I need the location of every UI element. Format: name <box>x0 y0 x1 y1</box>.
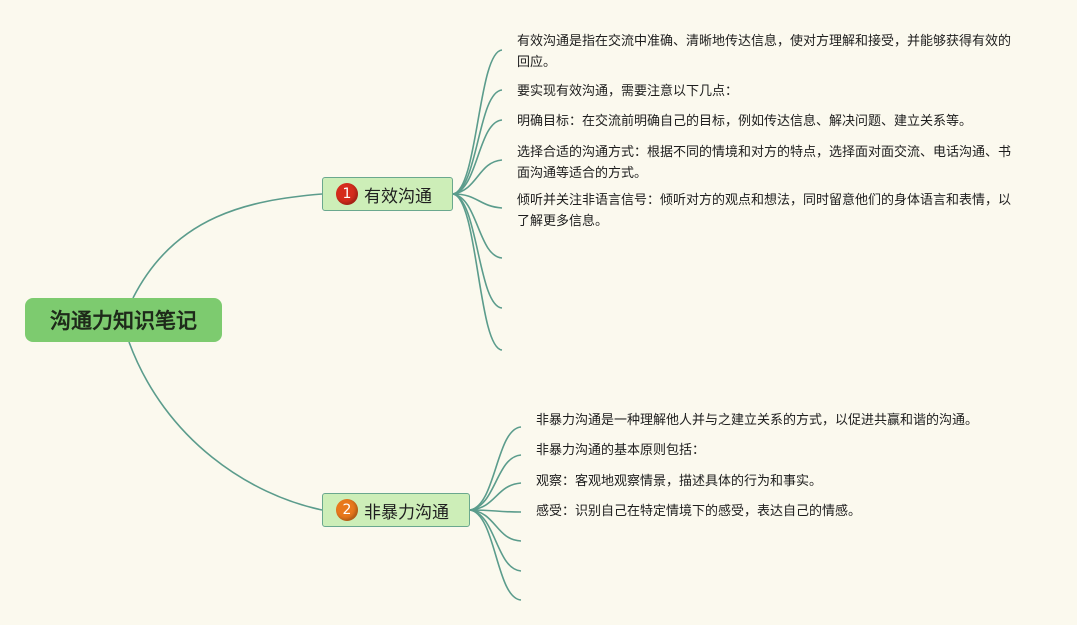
connector-b2-leaf-2 <box>469 482 522 511</box>
leaf-topic[interactable]: 有效沟通是指在交流中准确、清晰地传达信息，使对方理解和接受，并能够获得有效的回应… <box>517 34 1012 70</box>
leaf-topic[interactable]: 选择合适的沟通方式：根据不同的情境和对方的特点，选择面对面交流、电话沟通、书面沟… <box>517 145 1012 181</box>
leaf-topic[interactable]: 明确目标：在交流前明确自己的目标，例如传达信息、解决问题、建立关系等。 <box>517 114 973 129</box>
priority-1-icon: 1 <box>336 183 358 205</box>
connector-b2-leaf-3 <box>469 509 522 513</box>
leaf-topic[interactable]: 非暴力沟通是一种理解他人并与之建立关系的方式，以促进共赢和谐的沟通。 <box>536 413 979 428</box>
connector-b1-leaf-5 <box>452 193 503 259</box>
connector-b1-leaf-2 <box>452 119 503 195</box>
leaf-topic[interactable]: 观察：客观地观察情景，描述具体的行为和事实。 <box>536 474 823 489</box>
connector-b2-leaf-4 <box>469 509 522 542</box>
branch-topic-nonviolent-communication[interactable]: 2 非暴力沟通 <box>322 493 470 527</box>
connector-b1-leaf-0 <box>452 49 503 195</box>
root-topic-label: 沟通力知识笔记 <box>50 309 197 333</box>
leaf-topic[interactable]: 感受：识别自己在特定情境下的感受，表达自己的情感。 <box>536 504 862 519</box>
branch-topic-label: 非暴力沟通 <box>364 502 449 523</box>
connector-b1-leaf-4 <box>452 193 503 209</box>
connector-b2-leaf-0 <box>469 426 522 511</box>
connector-b2-leaf-1 <box>469 454 522 511</box>
connector-root-branch-1 <box>132 193 323 299</box>
leaf-topic[interactable]: 非暴力沟通的基本原则包括： <box>536 443 706 458</box>
branch-topic-label: 有效沟通 <box>364 186 432 207</box>
connector-root-branch-2 <box>128 341 323 511</box>
connector-b1-leaf-7 <box>452 193 503 351</box>
leaf-topic[interactable]: 倾听并关注非语言信号：倾听对方的观点和想法，同时留意他们的身体语言和表情，以了解… <box>517 193 1012 229</box>
connector-b2-leaf-6 <box>469 509 522 601</box>
connector-b1-leaf-6 <box>452 193 503 309</box>
root-topic[interactable]: 沟通力知识笔记 <box>25 298 222 342</box>
branch-topic-effective-communication[interactable]: 1 有效沟通 <box>322 177 453 211</box>
leaf-topic[interactable]: 要实现有效沟通，需要注意以下几点： <box>517 84 739 99</box>
connector-b1-leaf-3 <box>452 159 503 195</box>
connector-b1-leaf-1 <box>452 89 503 195</box>
priority-2-icon: 2 <box>336 499 358 521</box>
